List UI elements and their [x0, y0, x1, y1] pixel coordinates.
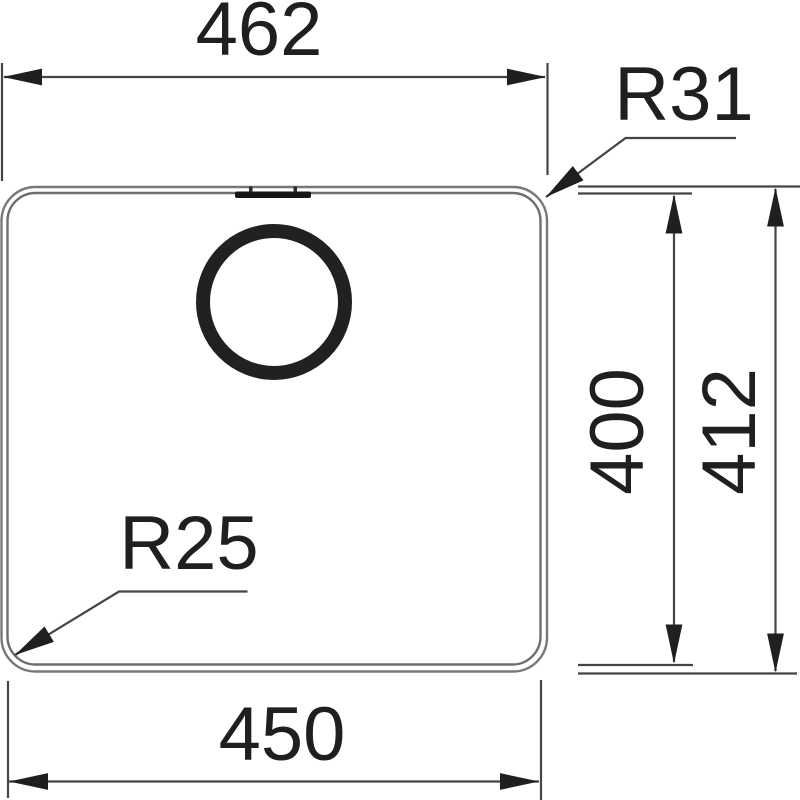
svg-text:R25: R25 [119, 501, 258, 586]
svg-text:462: 462 [196, 0, 323, 72]
svg-text:450: 450 [219, 692, 346, 777]
svg-text:412: 412 [687, 368, 772, 495]
svg-text:400: 400 [575, 368, 660, 495]
svg-text:R31: R31 [614, 52, 753, 137]
